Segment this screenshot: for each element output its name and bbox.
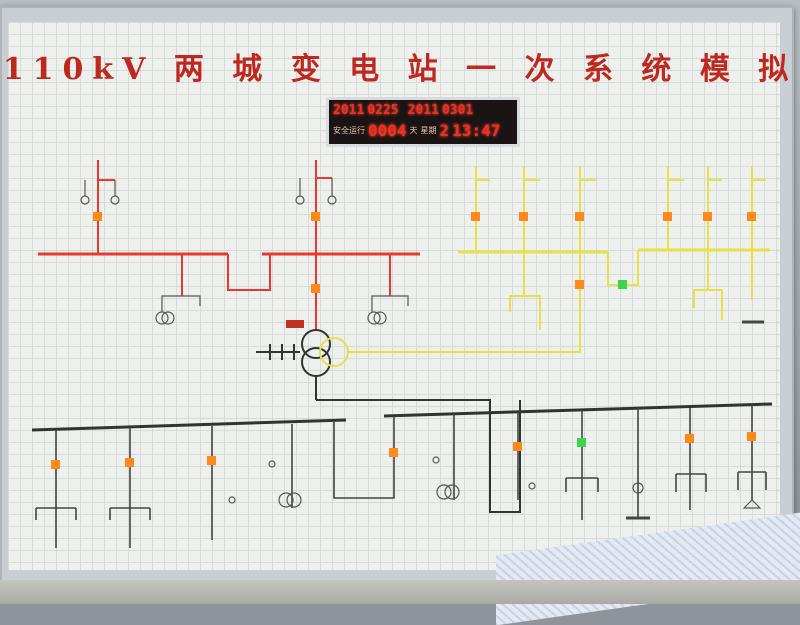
floor-cables (0, 580, 800, 604)
weekday-value: 2 (439, 121, 450, 140)
safe-run-days: 0004 (368, 121, 407, 140)
bus-10kv (31, 402, 773, 432)
feeder-110kv-incoming (97, 160, 391, 330)
feeders-10kv (35, 320, 767, 548)
main-transformer (256, 329, 521, 513)
led-date-2-year: 2011 (407, 103, 439, 118)
10kv-equipment (228, 456, 762, 509)
led-date-1-year: 2011 (333, 103, 365, 118)
weekday-label: 星期 (420, 126, 437, 135)
single-line-diagram (31, 160, 773, 548)
led-status-row: 安全运行 0004 天 星期 2 13:47 (333, 122, 500, 140)
clock-time: 13:47 (452, 121, 501, 140)
feeders-35kv (348, 166, 766, 353)
led-date-2-md: 0301 (441, 103, 474, 118)
led-display: 2011 0225 2011 0301 安全运行 0004 天 星期 2 13:… (326, 97, 520, 147)
safe-run-label: 安全运行 (333, 126, 365, 135)
bus-35kv (458, 248, 770, 254)
led-date-1-md: 0225 (367, 103, 399, 118)
safe-run-unit: 天 (409, 126, 418, 135)
pt-110kv (80, 178, 409, 325)
led-date-row: 2011 0225 2011 0301 (333, 102, 473, 120)
indicator-leds (51, 212, 756, 469)
